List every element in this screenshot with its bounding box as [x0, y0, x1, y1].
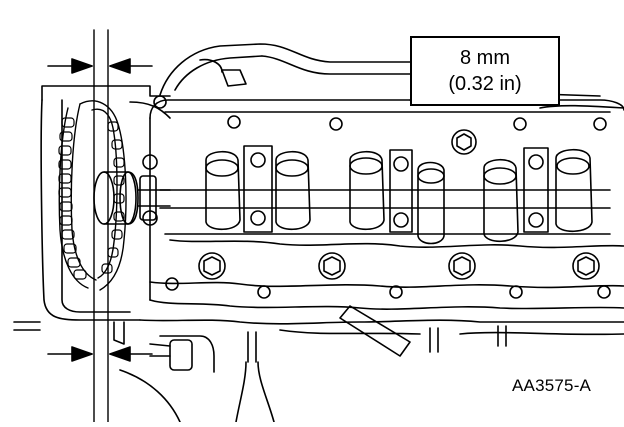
cam-lobe	[555, 148, 593, 233]
camshaft	[159, 148, 611, 245]
bearing-caps	[142, 145, 549, 233]
measurement-imperial: (0.32 in)	[448, 73, 522, 95]
bolt-icon	[198, 252, 226, 280]
bolt-icon	[593, 117, 607, 131]
sprocket-hub	[93, 171, 171, 225]
bolt-icon	[153, 95, 167, 109]
cam-lobe	[483, 158, 519, 243]
bolt-icon	[597, 285, 611, 299]
cam-lobe	[205, 150, 241, 231]
bolt-icon	[509, 285, 523, 299]
bolt-icon	[329, 117, 343, 131]
head-outline	[40, 85, 624, 325]
bolt-icon	[451, 129, 477, 155]
bolt-icon	[572, 252, 600, 280]
head-bolts	[153, 95, 611, 299]
cam-lobe	[417, 161, 445, 245]
bolt-icon	[318, 252, 346, 280]
bolt-icon	[448, 252, 476, 280]
figure-code: AA3575-A	[512, 376, 592, 395]
bolt-icon	[257, 285, 271, 299]
lower-details	[13, 305, 624, 423]
bolt-icon	[513, 117, 527, 131]
measurement-guides	[47, 29, 153, 423]
bolt-icon	[227, 115, 241, 129]
timing-chain	[58, 100, 127, 291]
measurement-metric: 8 mm	[460, 47, 510, 69]
cam-lobe	[275, 150, 311, 231]
bolt-icon	[389, 285, 403, 299]
measurement-callout: 8 mm (0.32 in)	[410, 36, 560, 106]
bolt-icon	[165, 277, 179, 291]
cam-lobe	[349, 150, 385, 231]
